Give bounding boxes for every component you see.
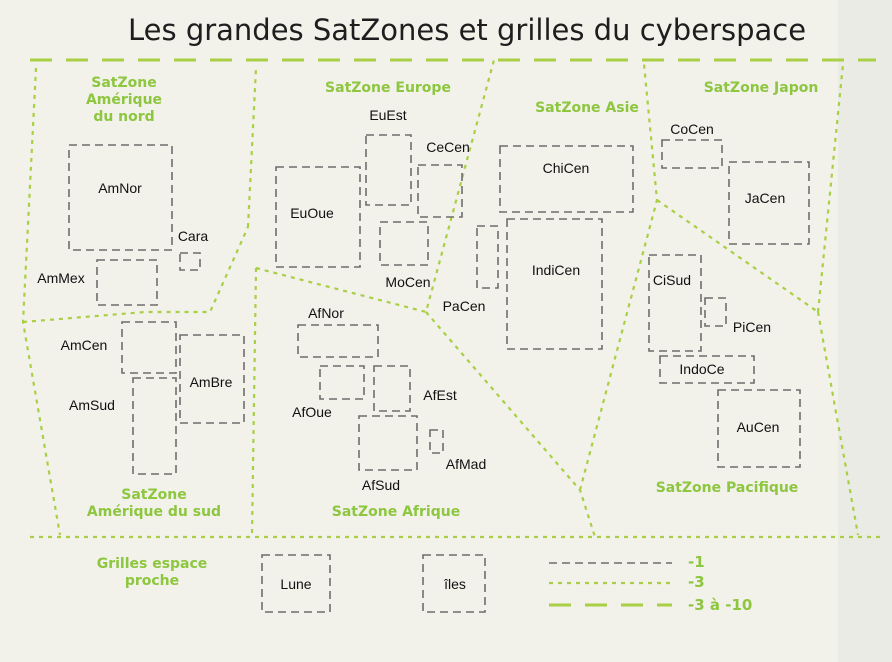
grid-label-lune: Lune: [280, 576, 311, 592]
legend-value-3: -3 à -10: [688, 596, 752, 614]
near-space-heading-1: Grilles espace: [97, 556, 208, 572]
grid-label-amsud: AmSud: [69, 397, 115, 413]
grid-box-euoue: [275, 166, 361, 268]
grid-box-cara: [179, 252, 201, 271]
grid-label-indicen: IndiCen: [532, 262, 580, 278]
grid-label-amcen: AmCen: [61, 337, 108, 353]
boundary-japon-pacifique: [656, 199, 819, 313]
zone-label-amerique-nord-1: SatZone: [91, 75, 156, 91]
grid-box-chicen: [499, 145, 634, 213]
grid-label-aucen: AuCen: [737, 419, 780, 435]
grid-label-iles: îles: [443, 576, 466, 592]
boundary-japon-right: [816, 63, 845, 313]
grid-label-afsud: AfSud: [362, 477, 400, 493]
grid-label-jacen: JaCen: [745, 190, 785, 206]
grid-box-iles: [422, 554, 486, 613]
grid-label-cara: Cara: [178, 228, 209, 244]
zone-label-afrique: SatZone Afrique: [332, 504, 460, 520]
grid-label-afest: AfEst: [423, 387, 457, 403]
grid-label-eueust: EuEst: [369, 107, 406, 123]
zone-label-europe: SatZone Europe: [325, 80, 451, 96]
grid-box-cecen: [417, 164, 463, 218]
zone-label-japon: SatZone Japon: [704, 80, 819, 96]
boundary-pacifique-right: [816, 311, 860, 536]
grid-box-afsud: [358, 415, 418, 471]
boundary-amnord-amsud: [22, 226, 250, 324]
grid-box-pacen: [476, 225, 499, 289]
legend-value-1: -1: [688, 553, 705, 571]
grid-box-amsud: [132, 377, 177, 475]
grid-box-eueust: [365, 134, 412, 206]
grid-label-cocen: CoCen: [670, 121, 714, 137]
grid-label-mocen: MoCen: [385, 274, 430, 290]
grid-box-ammex: [96, 259, 158, 306]
grid-box-indoce: [659, 355, 755, 384]
legend-value-2: -3: [688, 573, 705, 591]
zone-label-asie: SatZone Asie: [535, 100, 639, 116]
grid-box-afnor: [297, 324, 379, 358]
grid-box-mocen: [379, 221, 429, 266]
grid-label-cisud: CiSud: [653, 272, 691, 288]
page-title: Les grandes SatZones et grilles du cyber…: [128, 13, 806, 47]
grid-box-picen: [704, 297, 727, 327]
grid-label-ambre: AmBre: [190, 374, 233, 390]
zone-label-amerique-nord-2: Amérique: [86, 92, 162, 108]
grid-box-aucen: [717, 389, 801, 468]
zone-label-amerique-sud-2: Amérique du sud: [87, 504, 221, 520]
grid-box-afmad: [429, 429, 444, 454]
grid-box-amcen: [121, 321, 177, 374]
grid-label-indoce: IndoCe: [679, 361, 724, 377]
grid-box-afest: [373, 365, 411, 412]
grid-label-chicen: ChiCen: [543, 160, 590, 176]
zone-label-amerique-sud-1: SatZone: [121, 487, 186, 503]
grid-label-afmad: AfMad: [446, 456, 486, 472]
zone-label-pacifique: SatZone Pacifique: [656, 480, 799, 496]
near-space-heading-2: proche: [125, 573, 179, 589]
zone-label-amerique-nord-3: du nord: [93, 109, 154, 125]
grid-box-afoue: [319, 365, 365, 400]
grid-box-indicen: [506, 218, 603, 350]
grid-label-pacen: PaCen: [443, 298, 486, 314]
grid-box-jacen: [728, 161, 810, 245]
grid-label-euoue: EuOue: [290, 205, 334, 221]
grid-label-afoue: AfOue: [292, 404, 332, 420]
grid-box-ambre: [179, 334, 245, 424]
grid-label-picen: PiCen: [733, 319, 771, 335]
zone-boundaries: [21, 59, 860, 538]
grid-box-cisud: [648, 254, 702, 352]
grid-label-ammex: AmMex: [37, 270, 84, 286]
grid-label-cecen: CeCen: [426, 139, 470, 155]
grid-box-cocen: [661, 139, 723, 169]
legend: -1 -3 -3 à -10: [549, 553, 752, 614]
zone-labels: SatZone Amérique du nord SatZone Europe …: [86, 75, 818, 520]
grid-label-afnor: AfNor: [308, 305, 344, 321]
near-space-grids: Grilles espace proche Lune îles: [97, 554, 486, 613]
grid-box-lune: [261, 554, 331, 613]
grid-label-amnor: AmNor: [98, 180, 142, 196]
grid-boxes: AmNor Cara AmMex EuEst CeCen EuOue MoCen…: [37, 107, 810, 493]
